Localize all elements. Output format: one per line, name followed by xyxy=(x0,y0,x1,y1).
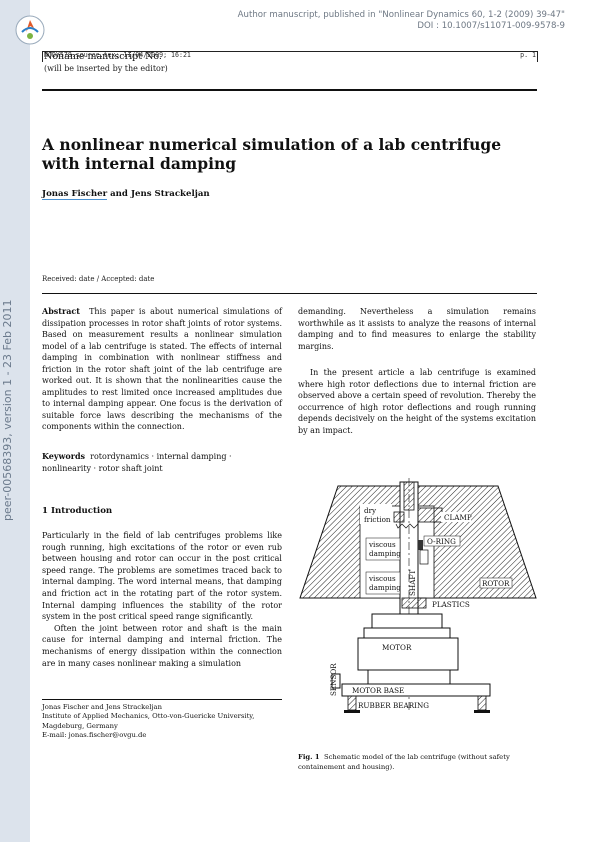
keywords-label: Keywords xyxy=(42,451,86,461)
label-friction: friction xyxy=(364,515,391,524)
page-number: p. 1 xyxy=(520,51,536,59)
hal-logo-icon xyxy=(15,15,45,45)
keywords-text: rotordynamics · internal damping · nonli… xyxy=(42,452,232,473)
publication-meta: Author manuscript, published in "Nonline… xyxy=(238,10,565,31)
section-heading-introduction: 1 Introduction xyxy=(42,506,113,516)
paper-title: A nonlinear numerical simulation of a la… xyxy=(42,135,502,173)
label-sensor: SENSOR xyxy=(329,663,338,696)
intro-paragraph-1: Particularly in the field of lab centrif… xyxy=(42,531,282,622)
figure-caption: Fig. 1 Schematic model of the lab centri… xyxy=(298,753,538,772)
sensor xyxy=(331,673,341,689)
footnote-authors: Jonas Fischer and Jens Strackeljan xyxy=(42,703,162,711)
abstract-rule xyxy=(42,293,537,294)
label-motor-base: MOTOR BASE xyxy=(352,686,404,695)
received-date: Received: date / Accepted: date xyxy=(42,275,155,283)
editor-note: (will be inserted by the editor) xyxy=(44,64,168,73)
label-oring: O-RING xyxy=(427,537,456,546)
caption-label: Fig. 1 xyxy=(298,753,320,761)
label-damping-2: damping xyxy=(369,583,401,592)
archive-id-text: peer-00568393, version 1 - 23 Feb 2011 xyxy=(1,299,14,521)
rubber-bearing-left xyxy=(347,695,357,711)
clamp xyxy=(417,507,443,523)
label-clamp: CLAMP xyxy=(444,513,472,522)
footnote-rule xyxy=(42,699,282,700)
label-rubber-bearing: RUBBER BEARING xyxy=(358,701,429,710)
right-column-paragraph-2: In the present article a lab centrifuge … xyxy=(298,368,536,435)
author-footnote: Jonas Fischer and Jens Strackeljan Insti… xyxy=(42,703,287,740)
foot-left xyxy=(344,710,360,713)
rubber-bearing-right xyxy=(477,695,487,711)
manuscript-label: Noname manuscript No. xyxy=(44,51,162,62)
label-shaft: SHAFT xyxy=(408,570,417,596)
label-plastics: PLASTICS xyxy=(432,600,470,609)
header-rule xyxy=(42,89,537,91)
clamp-left xyxy=(393,511,405,523)
label-damping-1: damping xyxy=(369,549,401,558)
motor-mount xyxy=(367,669,451,685)
foot-right xyxy=(474,710,490,713)
publication-line: Author manuscript, published in "Nonline… xyxy=(237,10,565,20)
author-strackeljan: Jens Strackeljan xyxy=(130,189,210,199)
label-viscous-1: viscous xyxy=(368,540,396,549)
label-dry: dry xyxy=(364,506,377,515)
author-link-fischer[interactable]: Jonas Fischer xyxy=(42,189,108,200)
source-file-text: NODY578.source.tex; 11/04/2009; 16:21 xyxy=(44,51,191,59)
friction-spring xyxy=(395,523,419,529)
author-line: Jonas Fischer and Jens Strackeljan xyxy=(42,189,210,200)
keywords-block: Keywords rotordynamics · internal dampin… xyxy=(42,451,282,474)
caption-text: Schematic model of the lab centrifuge (w… xyxy=(298,753,510,771)
introduction-text: Particularly in the field of lab centrif… xyxy=(42,530,282,669)
source-line: NODY578.source.tex; 11/04/2009; 16:21 p.… xyxy=(44,51,536,59)
motor-cap xyxy=(371,613,443,629)
author-join: and xyxy=(107,189,131,199)
damper-upper xyxy=(419,549,429,565)
label-viscous-2: viscous xyxy=(368,574,396,583)
abstract-label: Abstract xyxy=(42,306,80,316)
label-rotor: ROTOR xyxy=(482,579,510,588)
abstract-text: This paper is about numerical simulation… xyxy=(42,307,283,431)
doi-line: DOI : 10.1007/s11071-009-9578-9 xyxy=(417,20,565,31)
abstract-block: Abstract This paper is about numerical s… xyxy=(42,306,282,433)
archive-sidebar: peer-00568393, version 1 - 23 Feb 2011 xyxy=(0,0,30,842)
intro-paragraph-2: Often the joint between rotor and shaft … xyxy=(42,623,282,668)
centrifuge-schematic: dry friction CLAMP viscous damping O-RIN… xyxy=(299,478,537,713)
footnote-email: E-mail: jonas.fischer@ovgu.de xyxy=(42,730,147,739)
label-motor: MOTOR xyxy=(382,643,412,652)
right-column-paragraph-1: demanding. Nevertheless a simulation rem… xyxy=(298,307,536,351)
header-box xyxy=(42,51,538,62)
plastics-collar xyxy=(401,597,427,609)
footnote-affiliation: Institute of Applied Mechanics, Otto-von… xyxy=(42,712,255,730)
motor xyxy=(357,637,459,671)
motor-upper xyxy=(363,627,451,639)
oring-right xyxy=(418,540,423,550)
